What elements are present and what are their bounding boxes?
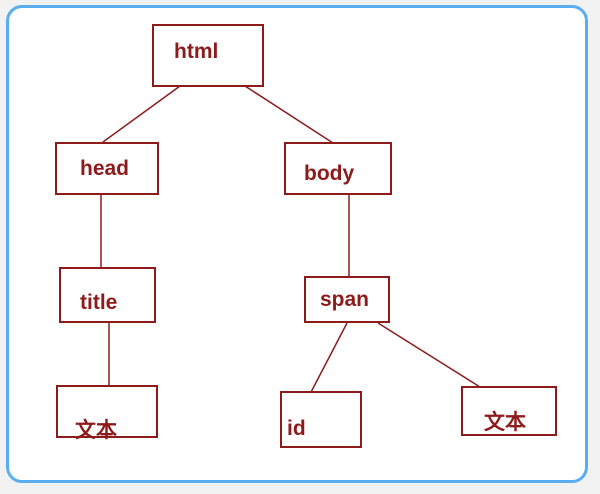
node-span: span: [304, 276, 390, 323]
node-title: title: [59, 267, 156, 323]
edge-span-text-right: [377, 322, 481, 388]
node-text-right-label: 文本: [484, 411, 526, 434]
node-html: html: [152, 24, 264, 87]
node-body-label: body: [304, 162, 355, 185]
node-text-right: 文本: [461, 386, 557, 436]
edge-span-id: [308, 322, 348, 397]
node-html-label: html: [174, 40, 219, 63]
edge-html-head: [102, 85, 181, 143]
node-span-label: span: [320, 288, 370, 311]
node-body: body: [284, 142, 392, 195]
edge-html-body: [244, 85, 334, 144]
node-id: id: [280, 391, 362, 448]
node-text-left-label: 文本: [75, 419, 117, 442]
node-id-label: id: [287, 417, 306, 440]
node-text-left: 文本: [56, 385, 158, 442]
node-head-label: head: [80, 157, 130, 180]
node-title-label: title: [80, 291, 118, 314]
node-head: head: [55, 142, 159, 195]
